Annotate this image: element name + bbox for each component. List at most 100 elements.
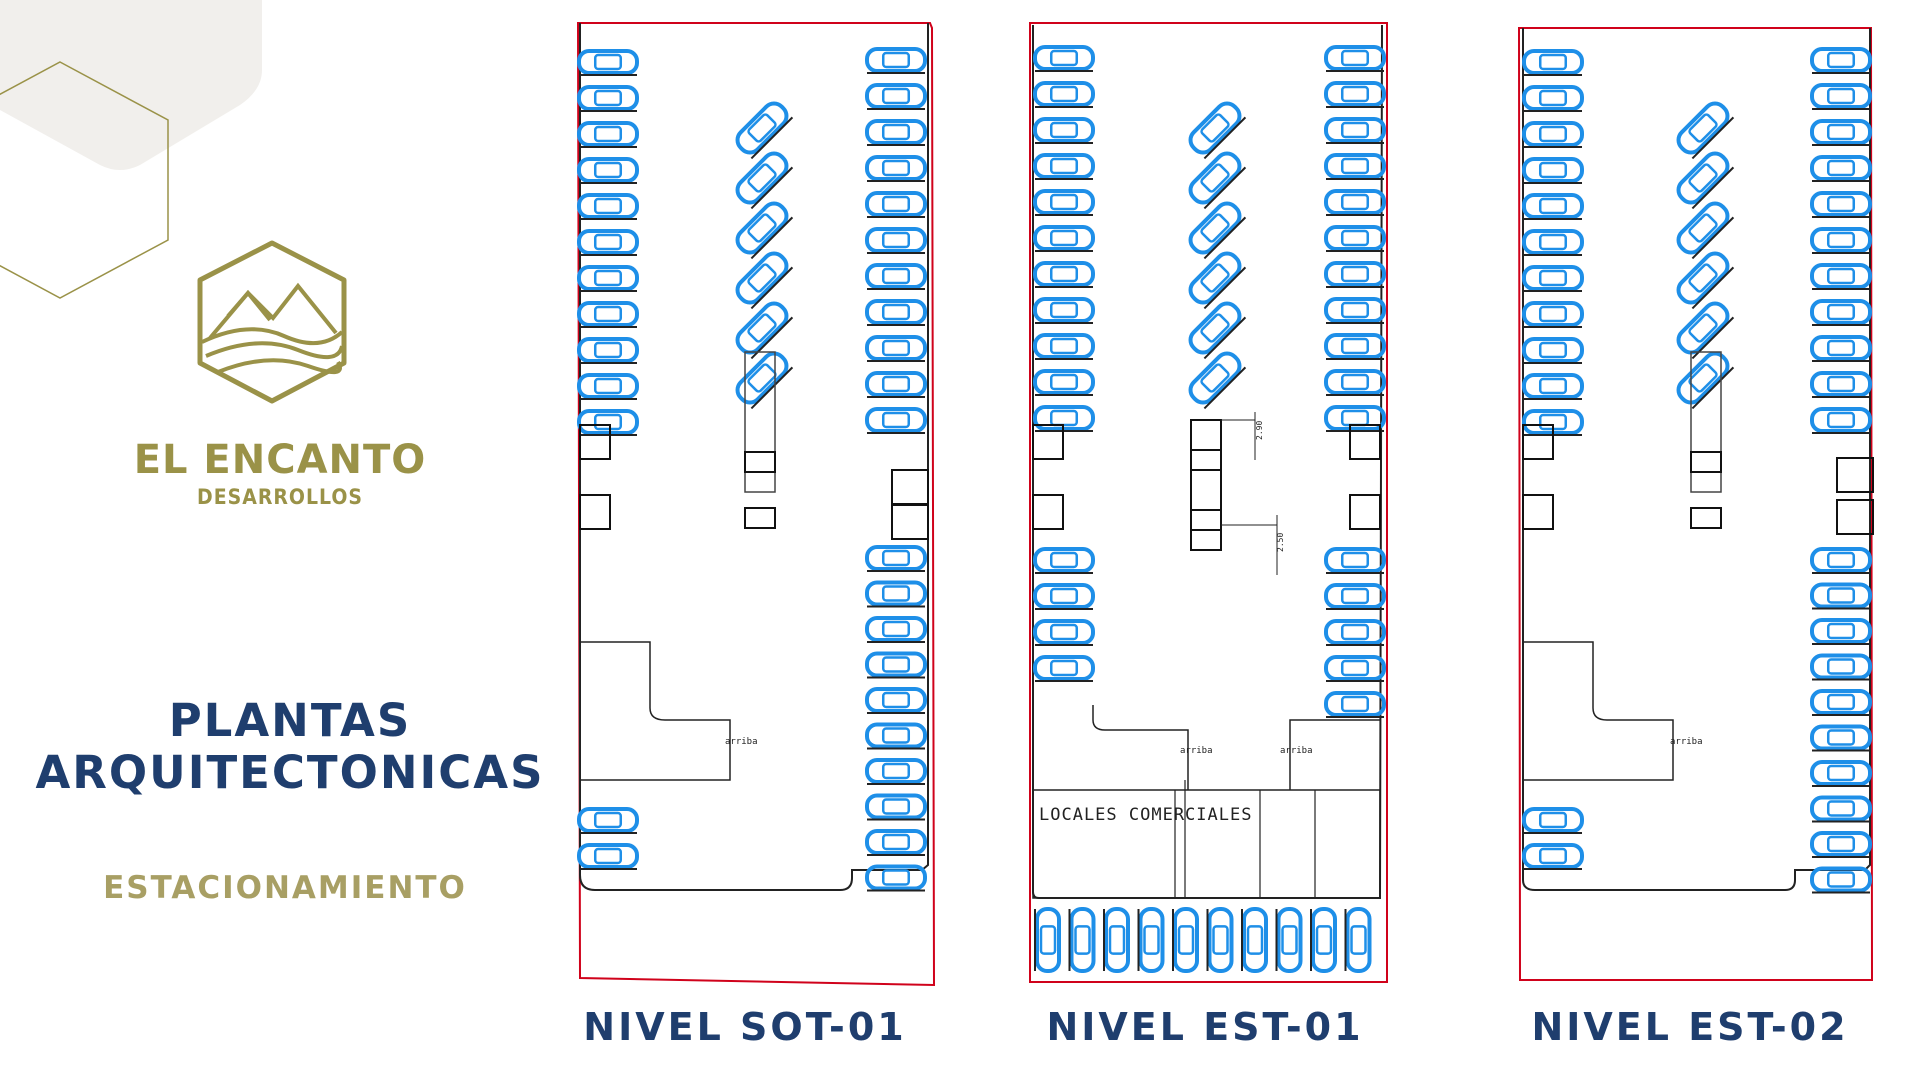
property-boundary [1517, 27, 1874, 981]
parking-car [1810, 191, 1872, 218]
structural-column [744, 507, 776, 529]
structural-column [579, 494, 611, 530]
parking-car [1810, 119, 1872, 146]
ramp-line [1092, 705, 1189, 790]
parking-car [1033, 117, 1095, 144]
title-line-1: PLANTAS [168, 694, 412, 747]
parking-car [577, 301, 639, 328]
parking-car [1810, 299, 1872, 326]
page-subtitle: ESTACIONAMIENTO [103, 870, 467, 906]
parking-car [1324, 583, 1386, 610]
parking-car [1522, 121, 1584, 148]
parking-car [1310, 907, 1337, 973]
parking-car [1324, 655, 1386, 682]
parking-car [865, 119, 927, 146]
parking-car [1522, 301, 1584, 328]
el-encanto-logo [197, 240, 347, 404]
parking-car [1275, 907, 1303, 973]
plan-label-sot-01: NIVEL SOT-01 [583, 1005, 907, 1049]
parking-car [735, 201, 794, 260]
parking-car [865, 758, 927, 785]
parking-car [1068, 907, 1096, 973]
parking-car [1810, 47, 1872, 74]
parking-car [1810, 335, 1872, 362]
parking-car [577, 229, 639, 256]
parking-car [1810, 407, 1872, 434]
parking-car [865, 155, 927, 182]
parking-car [1676, 301, 1735, 360]
parking-car [577, 193, 639, 220]
parking-car [1033, 261, 1095, 288]
parking-car [865, 335, 927, 362]
structural-column [1190, 509, 1222, 531]
parking-car [1324, 333, 1386, 360]
ramp-line [1289, 719, 1380, 790]
ramp-line [580, 641, 731, 781]
parking-car [735, 101, 794, 160]
parking-car [1033, 153, 1095, 180]
parking-car [1324, 619, 1386, 646]
parking-car [865, 263, 927, 290]
parking-car [1033, 619, 1095, 646]
parking-car [1033, 297, 1095, 324]
parking-car [577, 121, 639, 148]
parking-car [577, 49, 639, 76]
parking-car [1324, 369, 1386, 396]
structural-column [579, 424, 611, 460]
parking-car [865, 616, 927, 643]
parking-car [865, 687, 927, 714]
parking-car [1522, 229, 1584, 256]
parking-car [1033, 45, 1095, 72]
parking-car [1206, 907, 1234, 973]
property-boundary [1029, 22, 1388, 983]
brand-block: EL ENCANTO DESARROLLOS [130, 437, 430, 509]
parking-car [1522, 49, 1584, 76]
parking-car [865, 580, 927, 608]
parking-car [735, 351, 794, 410]
parking-car [865, 722, 927, 750]
parking-car [1172, 907, 1199, 973]
parking-car [865, 651, 927, 679]
parking-car [735, 251, 794, 310]
parking-car [1810, 760, 1872, 787]
structural-column [1349, 494, 1381, 530]
parking-car [1324, 261, 1386, 288]
parking-car [1324, 189, 1386, 216]
parking-car [1033, 655, 1095, 682]
parking-car [1522, 373, 1584, 400]
parking-car [865, 371, 927, 398]
floor-plan-est-02: arriba [1517, 27, 1874, 981]
parking-car [1188, 201, 1247, 260]
parking-car [1324, 405, 1386, 432]
parking-car [1810, 83, 1872, 110]
parking-car [1810, 653, 1872, 681]
parking-car [1324, 225, 1386, 252]
parking-car [1522, 807, 1584, 834]
parking-car [1033, 547, 1095, 574]
parking-car [865, 793, 927, 821]
parking-car [865, 407, 927, 434]
building-outline [579, 23, 929, 891]
parking-car [1810, 724, 1872, 752]
parking-car [865, 299, 927, 326]
ramp-line [1523, 641, 1674, 781]
structural-column [744, 451, 776, 473]
parking-car [1676, 101, 1735, 160]
structural-column [1836, 499, 1874, 535]
parking-car [577, 85, 639, 112]
parking-car [1810, 831, 1872, 858]
parking-car [577, 265, 639, 292]
structural-column [1690, 507, 1722, 529]
parking-car [1033, 583, 1095, 610]
parking-car [1522, 193, 1584, 220]
parking-car [1324, 81, 1386, 108]
parking-car [577, 843, 639, 870]
brand-subtitle: DESARROLLOS [197, 485, 363, 509]
structural-column [891, 504, 929, 540]
parking-car [1522, 85, 1584, 112]
parking-car [1676, 151, 1735, 210]
floor-plan-sot-01: arriba [576, 22, 936, 987]
parking-car [1137, 907, 1165, 973]
parking-car [1810, 263, 1872, 290]
